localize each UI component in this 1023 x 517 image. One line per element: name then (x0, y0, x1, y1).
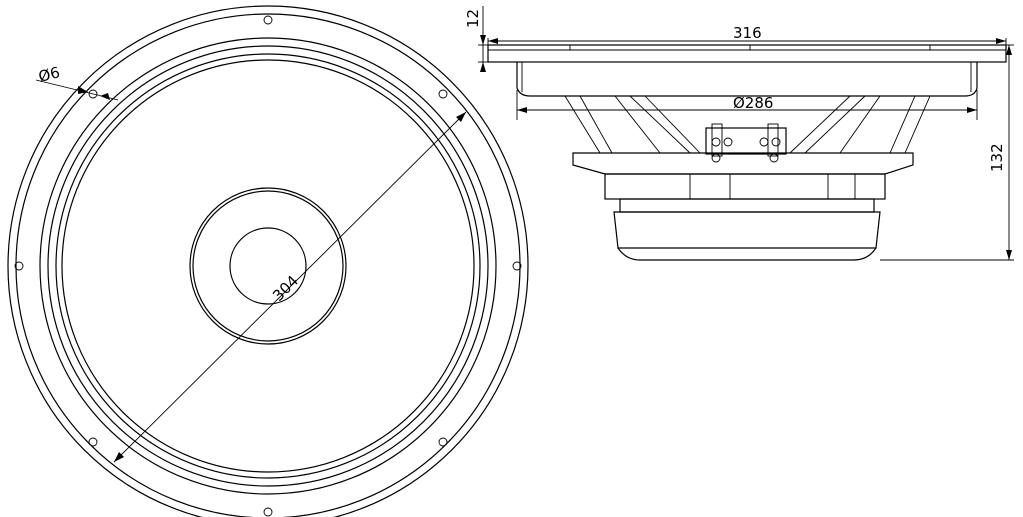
frame-outer-edge (7, 5, 529, 517)
dimension-132: 132 (880, 44, 1014, 261)
mounting-hole (438, 89, 448, 99)
diameter-304-label: 304 (269, 272, 302, 305)
mounting-hole (263, 507, 273, 517)
basket-ring (516, 62, 978, 97)
dimension-hole: Ø6 (35, 63, 119, 101)
cone-diameter-label: Ø286 (733, 94, 773, 112)
mounting-holes (14, 15, 522, 517)
frame-outer-edge-inner (15, 13, 521, 517)
dust-cap (229, 227, 307, 305)
magnet-outline-inner (192, 190, 344, 342)
side-view: 316 Ø286 132 12 (464, 6, 1014, 261)
flange-12-label: 12 (464, 9, 482, 28)
surround-outer (47, 45, 489, 487)
width-316-label: 316 (733, 24, 762, 42)
back-plate (613, 211, 881, 249)
back-plate-bottom (617, 247, 877, 261)
dimension-304: 304 (113, 111, 467, 463)
surround-inner (55, 53, 481, 479)
cone-edge (61, 59, 475, 473)
mounting-hole (263, 15, 273, 25)
mounting-hole (88, 437, 98, 447)
front-view: 304 Ø6 (7, 5, 529, 517)
dimension-316: 316 (487, 24, 1007, 46)
hole-diameter-label: Ø6 (37, 63, 62, 86)
terminal-block (705, 123, 787, 163)
top-plate (604, 173, 886, 200)
mounting-hole (438, 437, 448, 447)
flange (487, 44, 1007, 63)
depth-132-label: 132 (988, 143, 1006, 172)
magnet-outline (189, 187, 347, 345)
basket-struts (564, 95, 931, 154)
mounting-hole (512, 261, 522, 271)
dimension-12: 12 (464, 6, 488, 72)
magnet-ring (619, 198, 875, 213)
mounting-hole (88, 89, 98, 99)
dimension-286: Ø286 (516, 90, 978, 120)
mounting-hole (14, 261, 24, 271)
basket-lower (572, 152, 914, 175)
frame-rim (39, 37, 497, 495)
